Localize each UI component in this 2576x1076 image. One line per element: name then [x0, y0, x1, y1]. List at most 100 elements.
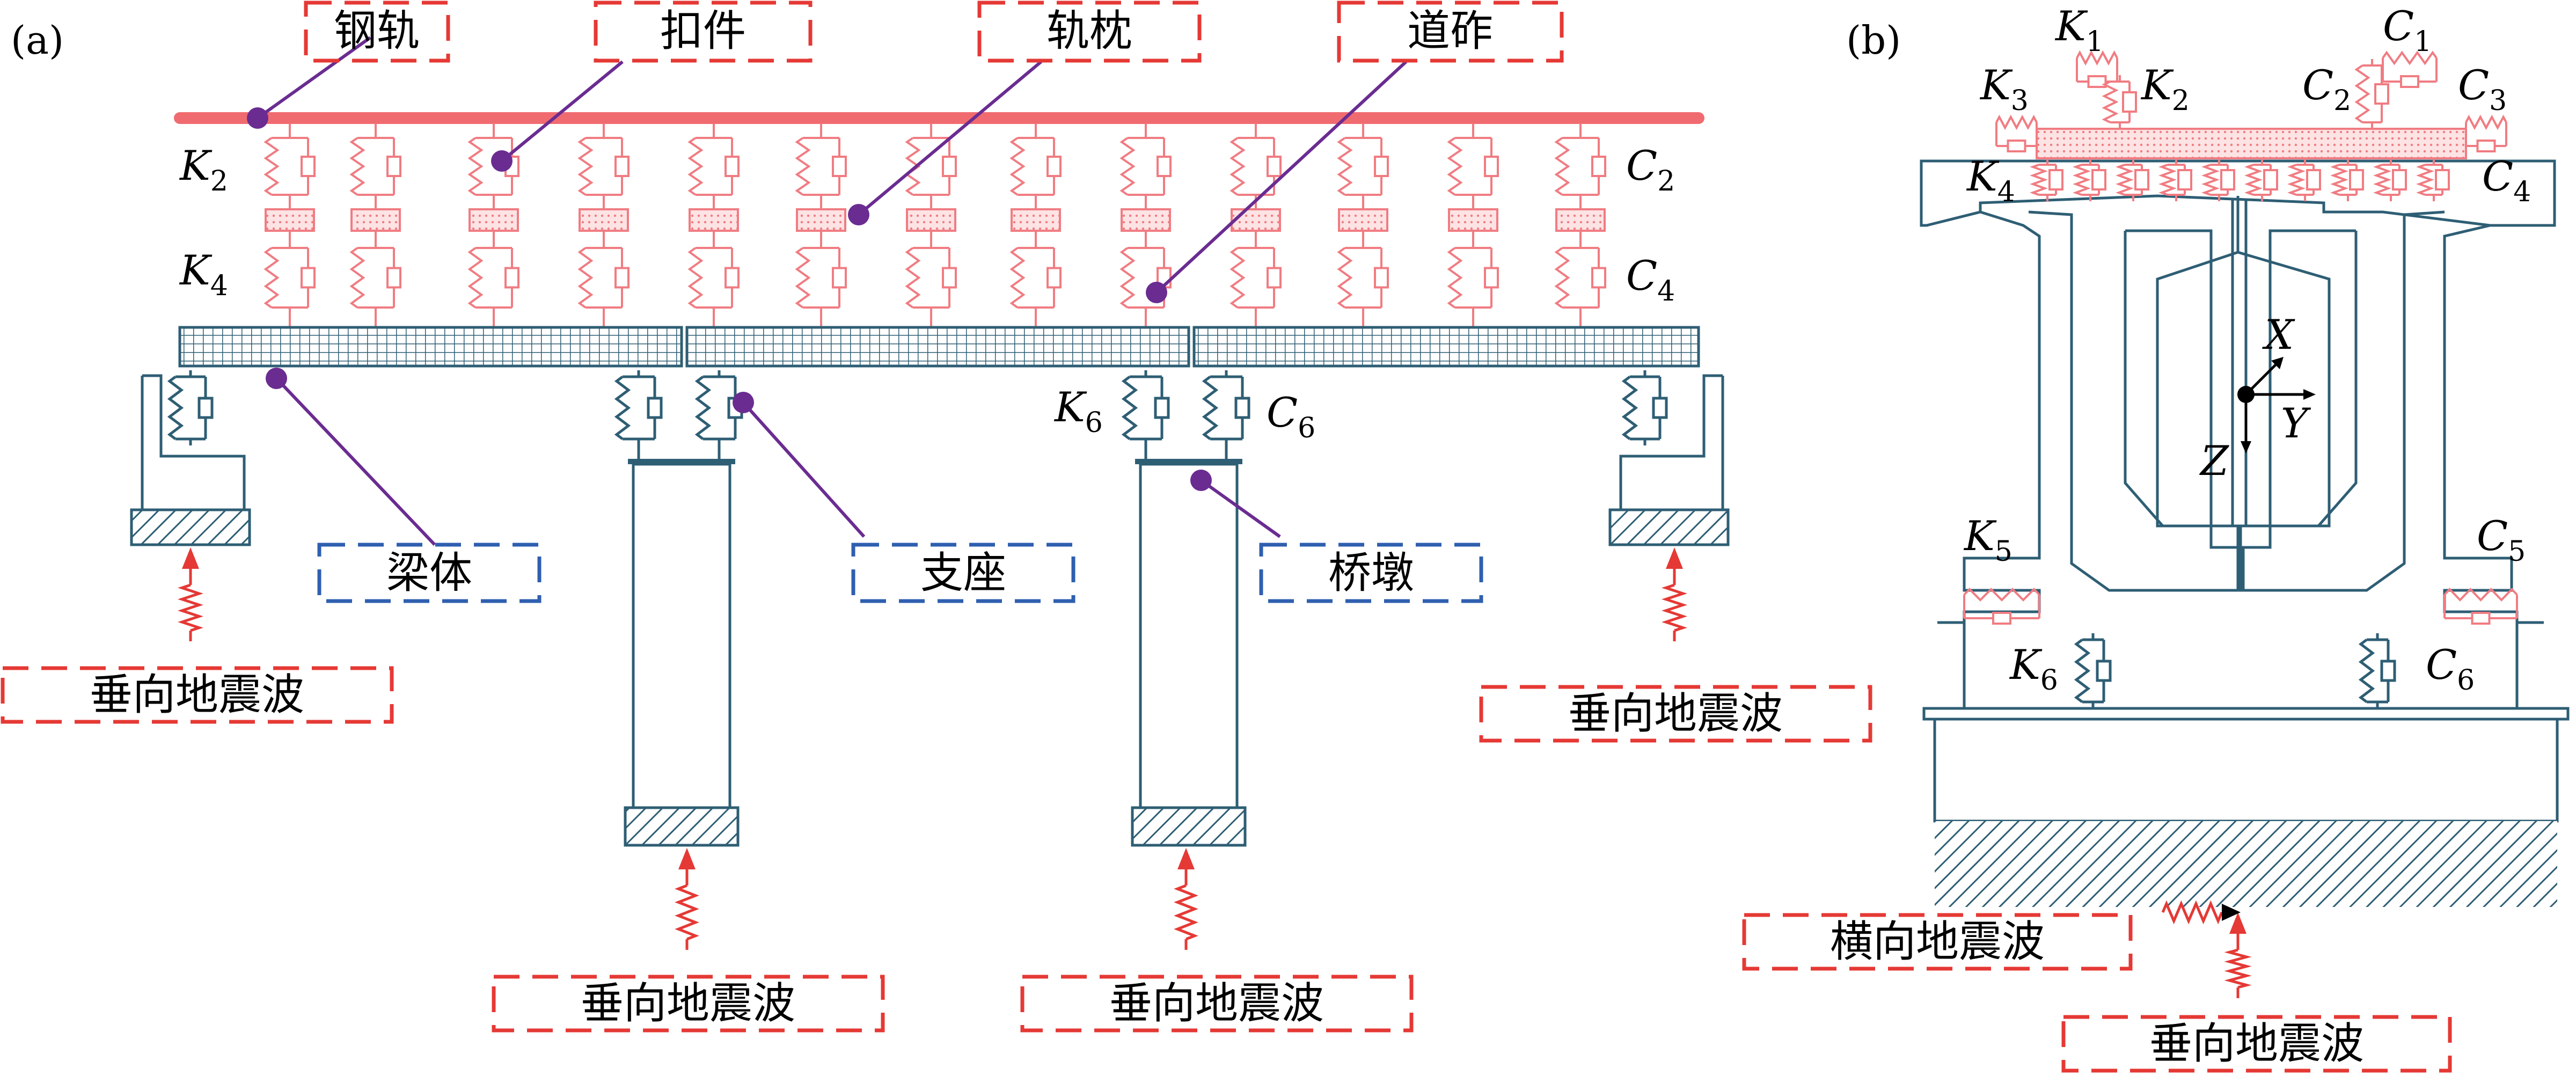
rail-label: 钢轨 [304, 1, 450, 63]
beam-span-3 [1192, 326, 1700, 368]
deck-spring-8 [2330, 158, 2364, 201]
bridge-cross-section [1920, 159, 2570, 907]
leader-fastener [491, 60, 624, 172]
track-slab-b [2036, 128, 2467, 159]
ground-hatch-b [1935, 821, 2557, 907]
abutment-left [130, 370, 251, 546]
deck-spring-2 [2073, 158, 2106, 201]
track-spring-columns [264, 123, 1606, 327]
leader-beam [266, 368, 436, 546]
symbol-a-K6: K6 [1053, 383, 1103, 439]
lateral-wave-label: 横向地震波 [1742, 913, 2133, 971]
deck-spring-3 [2116, 158, 2149, 201]
symbol-a-C2: C2 [1626, 142, 1675, 197]
track-column-13 [1554, 123, 1606, 327]
axis-label-x: X [2262, 311, 2295, 358]
track-column-2 [349, 123, 401, 327]
leader-ballast [1146, 60, 1408, 303]
bearing-label: 支座 [851, 543, 1075, 603]
track-column-3 [467, 123, 519, 327]
svg-text:横向地震波: 横向地震波 [1830, 917, 2045, 967]
svg-text:梁体: 梁体 [386, 548, 472, 598]
vertical-wave-label-b: 垂向地震波 [2061, 1015, 2452, 1073]
bearings-and-piers [130, 370, 1730, 847]
leader-sleeper [848, 60, 1042, 225]
symbol-a-K4: K4 [179, 246, 228, 302]
ground-springs-b [1963, 588, 2518, 708]
svg-text:支座: 支座 [920, 548, 1006, 598]
slab-spring-K3 [1995, 114, 2038, 152]
deck-spring-9 [2373, 158, 2407, 201]
svg-text:垂向地震波: 垂向地震波 [2149, 1019, 2364, 1068]
track-column-11 [1337, 123, 1389, 327]
symbol-b-K3: K3 [1979, 61, 2029, 117]
symbol-b-C2: C2 [2302, 61, 2351, 117]
svg-text:道砟: 道砟 [1407, 6, 1493, 56]
track-column-7 [905, 123, 957, 327]
track-column-12 [1447, 123, 1499, 327]
symbol-b-C6: C6 [2426, 641, 2475, 697]
axis-label-y: Y [2281, 399, 2311, 447]
slab-spring-K1 [2076, 50, 2118, 88]
lateral-spring-K5 [1963, 588, 2040, 625]
abutment-right [1608, 370, 1730, 546]
deck-spring-4 [2158, 158, 2192, 201]
vertical-spring-K6 [2074, 633, 2112, 708]
beam-span-2 [685, 326, 1190, 368]
vertical-wave-label-3: 垂向地震波 [1020, 975, 1414, 1033]
svg-text:垂向地震波: 垂向地震波 [1109, 978, 1324, 1028]
beam-label: 梁体 [317, 543, 541, 603]
symbol-a-C4: C4 [1626, 252, 1675, 308]
vertical-spring-C6 [2358, 633, 2396, 708]
seismic-input-arrows [178, 547, 2252, 998]
pier-2 [1121, 370, 1250, 847]
svg-text:垂向地震波: 垂向地震波 [581, 978, 795, 1028]
ballast-label: 道砟 [1337, 1, 1564, 63]
leader-pier [1190, 470, 1281, 538]
symbol-b-K6: K6 [2009, 641, 2058, 697]
deck-spring-10 [2416, 158, 2450, 201]
svg-text:垂向地震波: 垂向地震波 [1568, 689, 1783, 738]
slab-damper-C1 [2382, 50, 2438, 88]
svg-text:垂向地震波: 垂向地震波 [90, 670, 304, 720]
symbol-b-K4: K4 [1966, 152, 2015, 208]
slab-damper-C3 [2465, 114, 2507, 152]
axis-label-z: Z [2199, 437, 2229, 485]
coordinate-axes: X Y Z [2199, 311, 2316, 485]
symbol-b-C1: C1 [2383, 2, 2432, 58]
symbol-a-C6: C6 [1267, 389, 1315, 444]
symbol-a-K2: K2 [179, 142, 228, 197]
deck-springs-b [1995, 50, 2507, 201]
deck-spring-6 [2244, 158, 2278, 201]
track-column-5 [687, 123, 740, 327]
symbol-b-K1: K1 [2054, 2, 2104, 58]
track-column-8 [1009, 123, 1062, 327]
lateral-wave-arrow [2161, 900, 2241, 925]
panel-label-b: (b) [1846, 18, 1901, 63]
deck-spring-5 [2201, 158, 2235, 201]
deck-spring-1 [2030, 158, 2063, 201]
symbol-b-C5: C5 [2477, 512, 2526, 568]
svg-text:桥墩: 桥墩 [1328, 548, 1414, 598]
vertical-wave-label-4: 垂向地震波 [1479, 685, 1872, 743]
svg-text:扣件: 扣件 [660, 6, 746, 56]
svg-text:轨枕: 轨枕 [1046, 6, 1132, 56]
deck-spring-7 [2287, 158, 2321, 201]
track-column-4 [577, 123, 630, 327]
fastener-label: 扣件 [594, 1, 813, 63]
symbol-b-C4: C4 [2482, 152, 2531, 208]
slab-spring-K2 [2102, 75, 2137, 129]
track-column-1 [264, 123, 316, 327]
svg-text:钢轨: 钢轨 [334, 6, 420, 56]
pier-label: 桥墩 [1259, 543, 1483, 603]
lateral-spring-C5 [2443, 588, 2518, 625]
track-column-6 [795, 123, 847, 327]
vertical-wave-label-2: 垂向地震波 [492, 975, 885, 1033]
vertical-wave-label-1: 垂向地震波 [1, 666, 394, 724]
symbol-b-K2: K2 [2140, 61, 2190, 117]
panel-label-a: (a) [11, 18, 64, 63]
beam-span-1 [178, 326, 683, 368]
sleeper-label: 轨枕 [977, 1, 1202, 63]
leader-rail [247, 36, 371, 129]
symbol-b-C3: C3 [2458, 61, 2507, 117]
